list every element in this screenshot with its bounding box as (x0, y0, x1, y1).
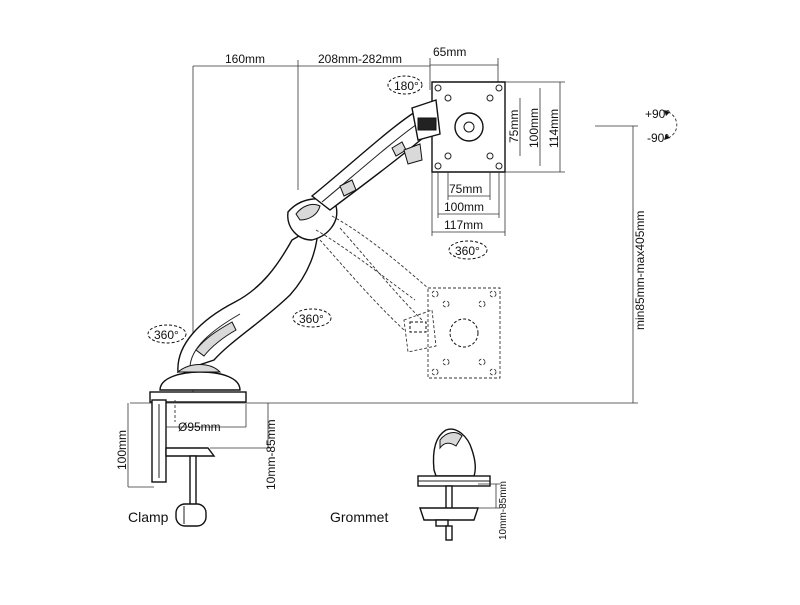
vesa-inner-width-label: 75mm (449, 182, 482, 196)
tilt-arc-icon (664, 110, 678, 140)
height-range-label: min85mm-max405mm (633, 211, 647, 330)
base-and-clamp (149, 364, 247, 527)
grommet-mount (417, 428, 491, 541)
height-dimension-lines (130, 125, 638, 404)
rotation-360-base-icon (147, 324, 187, 344)
monitor-arm-raised (177, 99, 441, 373)
rotation-360-plate-icon (448, 240, 488, 260)
vesa-outer-height-label: 100mm (527, 108, 541, 148)
clamp-label: Clamp (128, 509, 169, 525)
tilt-down-label: -90° (647, 131, 669, 145)
base-dimension-lines (127, 400, 272, 488)
grommet-label: Grommet (330, 509, 388, 525)
plate-height-dimension-lines (505, 81, 565, 173)
grommet-dimension-lines (478, 483, 500, 509)
tilt-up-label: +90° (645, 107, 670, 121)
arm-swivel-label: 360° (299, 312, 324, 326)
rotation-180-icon (387, 75, 423, 95)
vesa-plate-lowered (427, 287, 501, 379)
rotation-360-arm-icon (292, 308, 332, 328)
arm-base-length-label: 160mm (225, 52, 265, 66)
vesa-plate-top (431, 81, 506, 173)
grommet-desk-thickness-label: 10mm-85mm (498, 481, 509, 540)
plate-width-label: 117mm (444, 218, 483, 232)
vesa-outer-width-label: 100mm (444, 200, 484, 214)
monitor-arm-lowered (315, 215, 437, 353)
plate-width-dimension-lines (431, 172, 506, 236)
plate-swivel-label: 360° (455, 244, 480, 258)
base-swivel-label: 360° (154, 328, 179, 342)
vesa-inner-height-label: 75mm (507, 110, 521, 143)
clamp-desk-thickness-label: 10mm-85mm (264, 419, 278, 490)
base-diameter-label: Ø95mm (178, 420, 221, 434)
vesa-offset-label: 65mm (433, 45, 466, 59)
clamp-height-label: 100mm (115, 430, 129, 470)
plate-height-label: 114mm (547, 109, 561, 148)
arm-extension-label: 208mm-282mm (318, 52, 402, 66)
head-tilt-label: 180° (394, 79, 419, 93)
